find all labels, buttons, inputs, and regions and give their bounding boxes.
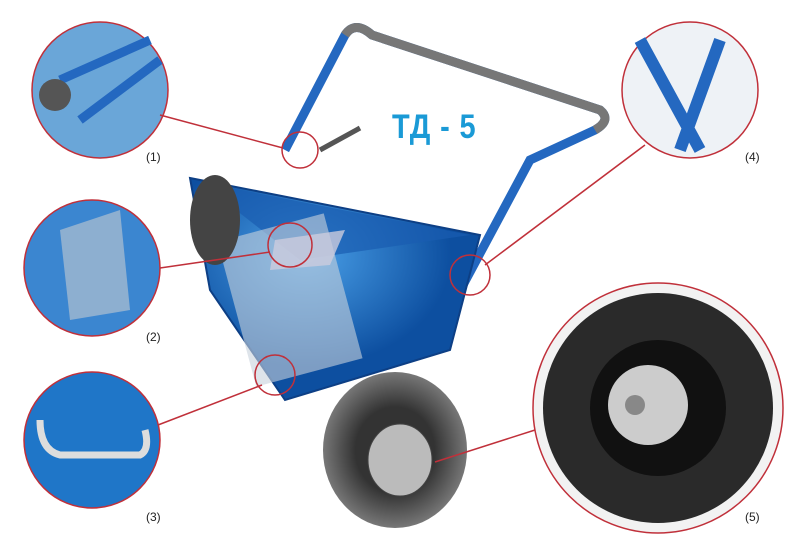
callout-label-1: (1) [146,150,161,164]
callout-label-2: (2) [146,330,161,344]
callout-label-5: (5) [745,510,760,524]
product-title: ТД - 5 [392,108,477,146]
callout-label-3: (3) [146,510,161,524]
callout-label-4: (4) [745,150,760,164]
